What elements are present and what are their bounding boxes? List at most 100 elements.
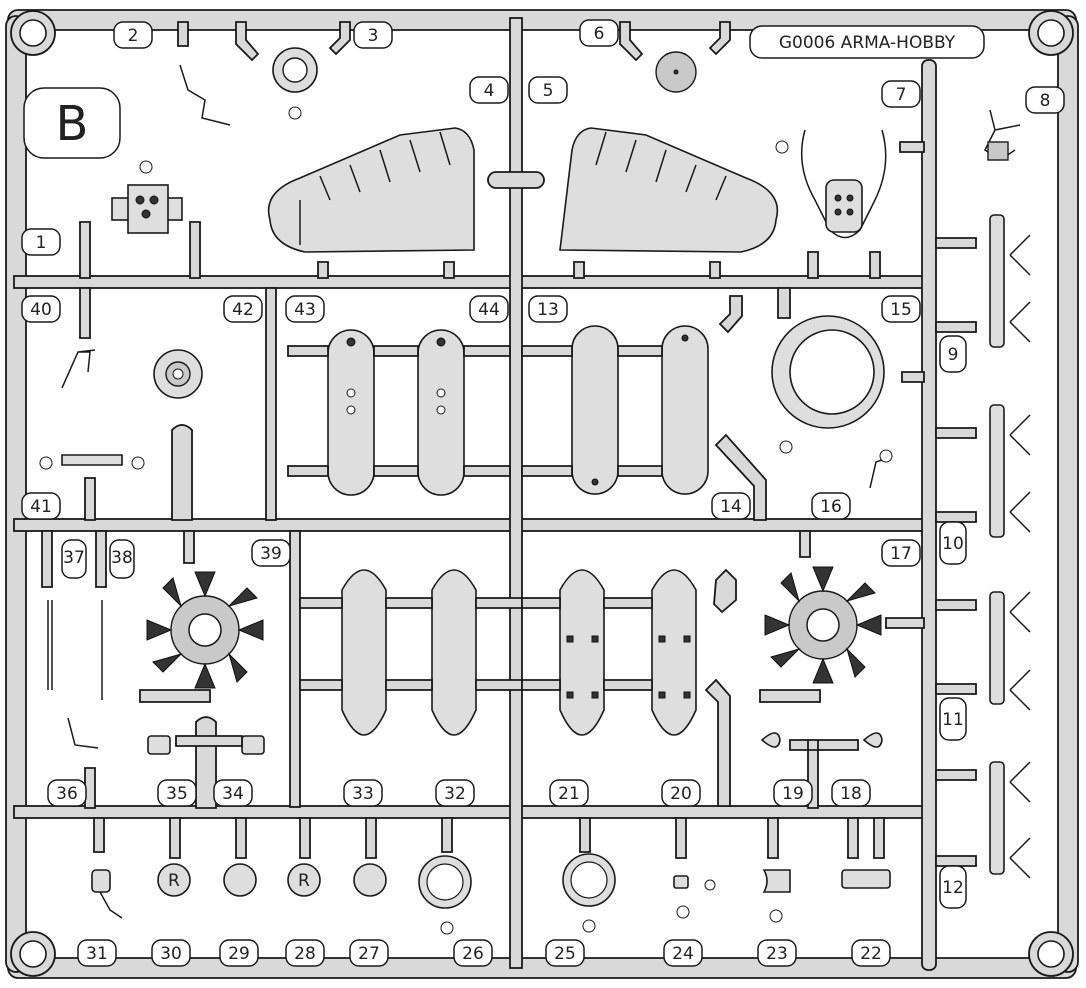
part-8: [984, 109, 1021, 161]
part-36: [67, 717, 99, 749]
panel-right-column: [935, 214, 1031, 879]
label-part-4: 4: [469, 76, 509, 104]
panel-top-right: G0006 ARMA-HOBBY: [559, 21, 1021, 279]
label-part-36: 36: [47, 779, 87, 807]
svg-text:R: R: [168, 871, 180, 891]
part-1: [111, 160, 183, 234]
label-part-21: 21: [549, 779, 589, 807]
label-part-14: 14: [711, 492, 751, 520]
label-part-37: 37: [61, 539, 87, 579]
part-20: [651, 569, 697, 736]
label-part-25: 25: [545, 939, 585, 967]
part-9: [989, 214, 1031, 348]
svg-text:3: 3: [368, 26, 379, 46]
label-part-43: 43: [285, 295, 325, 323]
part-13-tank-right: [661, 325, 709, 495]
part-3: [272, 47, 318, 120]
svg-text:18: 18: [840, 784, 862, 804]
svg-text:8: 8: [1040, 91, 1051, 111]
label-part-2: 2: [113, 21, 153, 49]
svg-text:32: 32: [444, 784, 466, 804]
label-part-1: 1: [21, 228, 61, 256]
svg-text:17: 17: [890, 544, 912, 564]
svg-text:11: 11: [942, 710, 964, 730]
svg-text:25: 25: [554, 944, 576, 964]
svg-text:39: 39: [260, 544, 282, 564]
part-21: [559, 569, 605, 736]
svg-text:15: 15: [890, 300, 912, 320]
sheet-letter: B: [56, 96, 89, 152]
part-5: [559, 127, 779, 253]
svg-text:16: 16: [820, 497, 842, 517]
panel-top-left: B: [23, 21, 475, 279]
svg-text:13: 13: [537, 300, 559, 320]
label-part-20: 20: [661, 779, 701, 807]
label-part-30: 30: [151, 939, 191, 967]
panel-row3-center: [299, 569, 523, 736]
part-25: [562, 853, 616, 933]
part-19: [760, 732, 781, 748]
sheet-letter-tag: [23, 87, 121, 159]
label-part-34: 34: [213, 779, 253, 807]
svg-text:41: 41: [30, 497, 52, 517]
part-40: [61, 349, 96, 389]
sheet-code-tag: [749, 25, 985, 59]
label-part-27: 27: [349, 939, 389, 967]
svg-text:9: 9: [948, 345, 959, 365]
label-part-26: 26: [453, 939, 493, 967]
svg-text:42: 42: [232, 300, 254, 320]
sprue-frame: [5, 9, 1079, 979]
svg-text:28: 28: [294, 944, 316, 964]
svg-text:10: 10: [942, 534, 964, 554]
svg-text:21: 21: [558, 784, 580, 804]
panel-row2-tanks-a: [287, 329, 511, 496]
panel-row2-tanks-b: [521, 287, 925, 521]
label-part-6: 6: [579, 19, 619, 47]
label-part-5: 5: [528, 76, 568, 104]
part-39-engine: [146, 571, 264, 689]
svg-text:5: 5: [543, 81, 554, 101]
part-28: R: [287, 863, 321, 897]
label-part-44: 44: [469, 295, 509, 323]
part-17-engine: [764, 566, 882, 684]
label-part-24: 24: [663, 939, 703, 967]
panel-row2-left: [39, 287, 203, 521]
label-part-17: 17: [881, 539, 921, 567]
part-16: [869, 449, 893, 489]
label-part-13: 13: [528, 295, 568, 323]
part-13-tank-left: [571, 325, 619, 495]
svg-text:27: 27: [358, 944, 380, 964]
part-24: [673, 875, 716, 919]
svg-text:26: 26: [462, 944, 484, 964]
label-part-8: 8: [1025, 86, 1065, 114]
label-part-15: 15: [881, 295, 921, 323]
svg-text:24: 24: [672, 944, 694, 964]
label-part-3: 3: [353, 21, 393, 49]
label-part-19: 19: [773, 779, 813, 807]
svg-text:7: 7: [896, 85, 907, 105]
part-7: [775, 129, 887, 239]
part-32: [431, 569, 477, 736]
part-18: [862, 732, 883, 748]
svg-text:40: 40: [30, 300, 52, 320]
svg-text:38: 38: [111, 548, 133, 568]
label-part-18: 18: [831, 779, 871, 807]
svg-text:34: 34: [222, 784, 244, 804]
svg-text:29: 29: [228, 944, 250, 964]
part-4: [267, 127, 475, 253]
svg-text:31: 31: [86, 944, 108, 964]
part-6: [655, 51, 697, 93]
part-15: [771, 315, 885, 454]
part-43: [327, 329, 375, 496]
part-34: [241, 735, 265, 755]
label-part-32: 32: [435, 779, 475, 807]
part-10: [989, 404, 1031, 538]
svg-text:33: 33: [352, 784, 374, 804]
part-22: [841, 869, 891, 889]
label-part-28: 28: [285, 939, 325, 967]
part-27: [353, 863, 387, 897]
part-41: [39, 454, 145, 470]
label-part-41: 41: [21, 492, 61, 520]
svg-text:1: 1: [36, 233, 47, 253]
